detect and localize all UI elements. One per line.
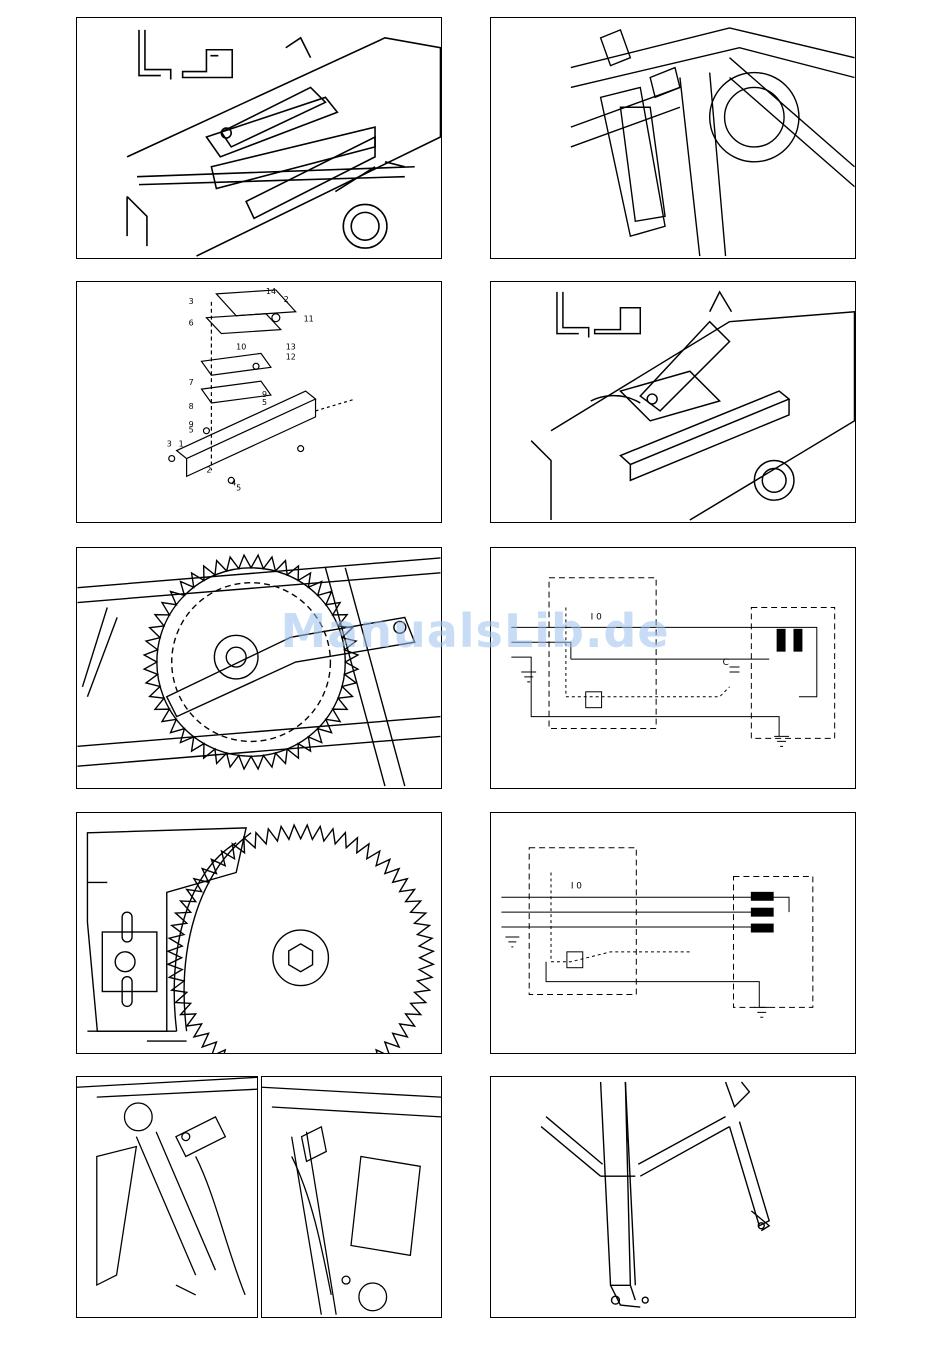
figure-blade-wrench xyxy=(76,547,442,789)
figure-wiring-single-phase: I 0 C xyxy=(490,547,856,789)
blade-wrench-illustration xyxy=(77,548,441,788)
part-number-label: 5 xyxy=(262,398,267,407)
part-number-label: 2 xyxy=(206,465,211,474)
part-number-label: 3 xyxy=(167,440,172,449)
leg-clamp-b-illustration xyxy=(262,1077,441,1317)
capacitor-label: C xyxy=(723,658,729,668)
part-number-label: 11 xyxy=(304,315,314,324)
stand-legs-illustration xyxy=(491,1077,855,1317)
part-number-label: 5 xyxy=(189,426,194,435)
table-with-fence-illustration xyxy=(491,282,855,522)
figure-leg-clamp-a xyxy=(76,1076,258,1318)
riving-knife-illustration xyxy=(77,813,441,1053)
callout-circle xyxy=(124,1103,152,1131)
switch-label: I 0 xyxy=(591,612,602,622)
part-number-label: 14 xyxy=(266,287,276,296)
figure-wiring-three-phase: I 0 xyxy=(490,812,856,1054)
figure-stand-legs xyxy=(490,1076,856,1318)
wiring-three-phase-diagram: I 0 xyxy=(491,813,855,1053)
switch-label: I 0 xyxy=(571,881,582,891)
saw-underside-illustration xyxy=(491,18,855,258)
part-number-label: 7 xyxy=(189,378,194,387)
wiring-single-phase-diagram: I 0 C xyxy=(491,548,855,788)
figure-fence-mounting xyxy=(76,17,442,259)
part-number-label: 5 xyxy=(236,483,241,492)
part-number-label: 10 xyxy=(236,342,246,351)
fence-profile-icon xyxy=(139,30,171,80)
part-number-label: 8 xyxy=(189,402,194,411)
callout-circle xyxy=(359,1283,387,1311)
part-number-label: 13 xyxy=(286,342,296,351)
part-number-label: 2 xyxy=(284,295,289,304)
fence-profile-icon xyxy=(557,292,589,338)
fence-mounting-illustration xyxy=(77,18,441,258)
fence-profile-section-icon xyxy=(595,308,641,334)
leg-clamp-a-illustration xyxy=(77,1077,257,1317)
figure-riving-knife-gap xyxy=(76,812,442,1054)
part-number-label: 1 xyxy=(179,440,184,449)
figure-saw-underside xyxy=(490,17,856,259)
part-number-label: 6 xyxy=(189,319,194,328)
part-number-label: 12 xyxy=(286,352,296,361)
figure-table-with-fence xyxy=(490,281,856,523)
figure-leg-clamp-b xyxy=(261,1076,442,1318)
fence-profile-section-icon xyxy=(183,50,233,78)
part-number-label: 3 xyxy=(189,297,194,306)
